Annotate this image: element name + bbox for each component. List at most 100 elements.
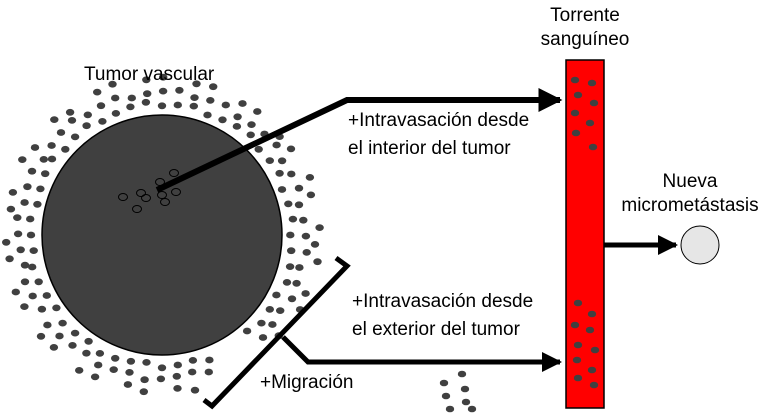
bloodstream-label: Torrente sanguíneo — [525, 4, 645, 52]
blood-cell-dot — [570, 321, 580, 329]
blood-cell-dot — [585, 326, 595, 334]
tumor-cell-dot — [286, 145, 296, 153]
blood-cell-dot — [572, 356, 582, 364]
intratumoral-cell — [136, 189, 146, 197]
tumor-cell-dot — [26, 215, 35, 223]
intratumoral-cell-cluster — [118, 169, 181, 213]
tumor-label: Tumor vascular — [84, 64, 215, 85]
tumor-cell-dot — [265, 157, 274, 165]
tumor-cell-dot — [68, 342, 77, 349]
tumor-cell-dot — [206, 97, 215, 104]
tumor-cell-dot — [42, 292, 51, 299]
tumor-cell-dot — [28, 292, 37, 300]
migration-path — [202, 255, 351, 410]
tumor-cell-dot — [221, 101, 230, 109]
blood-cell-dot — [588, 143, 598, 151]
blood-cell-dot — [573, 91, 583, 99]
tumor-cell-dot — [34, 278, 43, 286]
tumor-cell-dot — [94, 361, 103, 369]
tumor-cell-dot — [20, 261, 30, 269]
intratumoral-cell — [160, 198, 170, 206]
tumor-cell-dot — [313, 258, 322, 266]
tumor-cell-dot — [272, 291, 281, 299]
intravasation-exterior-arrow — [281, 335, 562, 372]
tumor-cell-dot — [98, 118, 107, 125]
tumor-cell-dot — [39, 156, 48, 163]
tumor-cell-dot — [232, 123, 242, 130]
tumor-cell-dot — [287, 247, 296, 255]
tumor-cell-dot — [173, 385, 182, 392]
tumor-cell-dot — [70, 133, 80, 141]
tumor-cell-dot — [20, 303, 29, 310]
tumor-cell-dot — [30, 144, 40, 151]
blood-cell-dot — [587, 310, 597, 318]
tumor-cell-dot — [52, 304, 61, 312]
migrating-cell-dot — [461, 398, 471, 406]
tumor-cell-dot — [37, 305, 47, 313]
tumor-cell-dot — [188, 357, 198, 364]
tumor-cell-dot — [253, 108, 262, 115]
tumor-cell-dot — [20, 278, 30, 286]
tumor-cell-dot — [276, 307, 285, 314]
bloodstream-label-line1: Torrente — [550, 5, 620, 26]
tumor-cell-dot — [282, 279, 292, 286]
tumor-cell-dot — [305, 174, 315, 181]
blood-cell-dot — [573, 341, 583, 349]
tumor-cell-dot — [139, 388, 148, 396]
tumor-cell-dot — [28, 263, 37, 271]
tumor-cell-dot — [29, 247, 38, 255]
tumor-cell-dot — [109, 366, 118, 373]
tumor-cell-dot — [125, 369, 134, 376]
micrometastasis-label-line2: micrometástasis — [621, 195, 759, 216]
tumor-cell-dot — [8, 189, 18, 196]
tumor-cell-dot — [275, 169, 284, 177]
tumor-cell-dot — [47, 155, 57, 163]
blood-cell-dot — [570, 109, 580, 117]
blood-cell-dot — [589, 99, 599, 107]
tumor-cell-dot — [96, 102, 106, 110]
tumor-cell-dot — [156, 375, 166, 383]
intravasation-exterior-line2: el exterior del tumor — [352, 319, 520, 340]
tumor-cell-dot — [67, 117, 77, 124]
tumor-cell-dot — [5, 255, 14, 263]
blood-cell-dot — [585, 119, 595, 127]
tumor-cell-dot — [257, 319, 266, 327]
tumor-cell-dot — [203, 111, 212, 119]
tumor-cell-dot — [56, 129, 66, 136]
tumor-cell-dot — [288, 215, 298, 223]
intravasation-interior-label: +Intravasación desde el interior del tum… — [348, 109, 529, 161]
tumor-cell-dot — [65, 108, 75, 116]
tumor-cell-dot — [295, 264, 304, 271]
tumor-cell-dot — [126, 357, 136, 365]
tumor-cell-dot — [142, 359, 151, 366]
tumor-cell-dot — [111, 354, 120, 362]
tumor-cell-dot — [315, 224, 324, 232]
tumor-cell-dot — [173, 101, 182, 109]
migrating-cell-dot — [441, 392, 451, 400]
intravasation-interior-line1: +Intravasación desde — [348, 110, 530, 131]
tumor-cell-dot — [141, 98, 151, 106]
tumor-cell-dot — [93, 88, 102, 96]
tumor-cell-dot — [287, 170, 296, 178]
migrating-cell-dot — [457, 370, 467, 378]
intravasation-interior-arrow — [155, 88, 563, 193]
tumor-cell-dot — [301, 290, 310, 297]
tumor-cell-dot — [70, 329, 80, 337]
tumor-cell-dot — [16, 246, 25, 254]
tumor-cell-dot — [55, 332, 64, 340]
tumor-cell-dot — [292, 279, 301, 287]
tumor-cell-dot — [47, 142, 56, 149]
tumor-cell-dot — [82, 349, 91, 357]
tumor-cell-dot — [247, 121, 256, 128]
migrating-cell-dot — [467, 405, 477, 413]
tumor-cell-dot — [205, 356, 214, 364]
blood-cell-dot — [573, 374, 583, 382]
tumor-cell-dot — [36, 185, 45, 193]
tumor-cell-dot — [23, 183, 32, 191]
tumor-cell-dot — [190, 386, 200, 394]
tumor-cell-dot — [277, 157, 287, 165]
blood-cell-dot — [587, 79, 597, 87]
tumor-cell-dot — [111, 110, 121, 117]
tumor-cell-dot — [2, 238, 11, 246]
